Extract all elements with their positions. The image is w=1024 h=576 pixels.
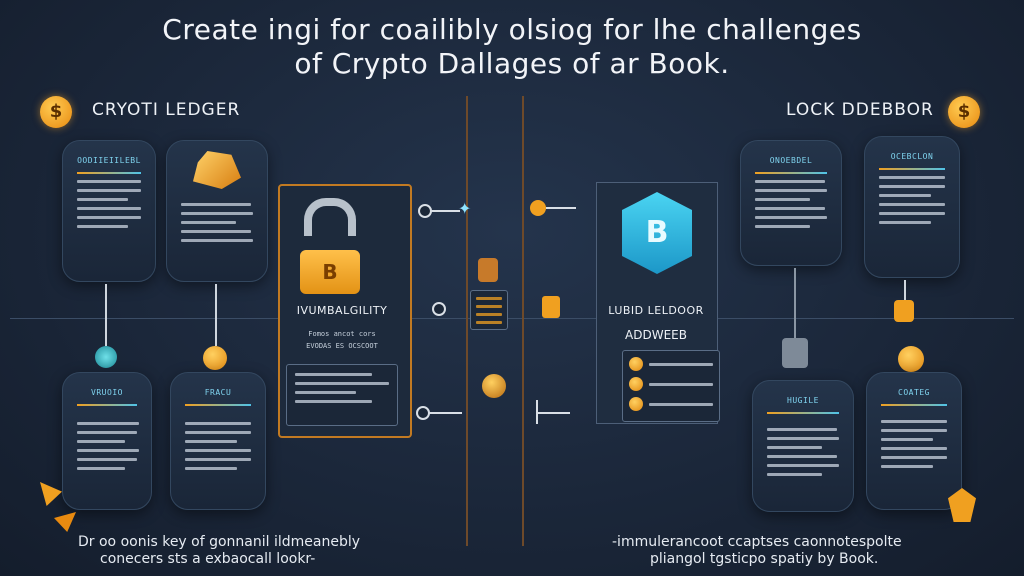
panel-sub: EVODAS ES OCSCOOT — [306, 342, 378, 350]
vertical-divider — [466, 96, 468, 546]
gold-nugget-icon — [193, 151, 241, 189]
connector-line — [430, 210, 460, 212]
shield-icon: B — [622, 192, 692, 274]
left-header-label: CRYOTI LEDGER — [92, 100, 241, 120]
page-title-line-1: Create ingi for coailibly olsiog for lhe… — [162, 13, 862, 46]
coin-icon: $ — [948, 96, 980, 128]
chain-icon — [215, 284, 217, 346]
panel-sub: ADDWEEB — [625, 328, 687, 342]
panel-heading: IVUMBALGILITY — [296, 304, 388, 317]
sparkle-icon: ✦ — [458, 199, 472, 218]
panel-heading: LUBID LELDOOR — [608, 304, 704, 317]
coin-icon — [629, 397, 643, 411]
page-title-line-2: of Crypto Dallages of ar Book. — [294, 47, 730, 80]
card-title: COATEG — [898, 388, 930, 397]
coin-icon — [898, 346, 924, 372]
connector-line — [536, 400, 538, 424]
text-block — [286, 364, 398, 426]
ledger-card: HUGILE — [752, 380, 854, 512]
card-title: FRACU — [204, 388, 232, 397]
ledger-card: VRUOIO — [62, 372, 152, 510]
left-caption-line-2: conecers sts a exbaocall lookr- — [100, 551, 316, 567]
coin-stack-icon — [478, 258, 498, 282]
horizontal-divider — [10, 318, 1014, 319]
connector-line — [428, 412, 462, 414]
vertical-divider — [522, 96, 524, 546]
key-icon — [432, 302, 446, 316]
padlock-body: B — [300, 250, 360, 294]
card-title: OCEBCLON — [890, 152, 934, 161]
connector-line — [538, 412, 570, 414]
coin-icon — [203, 346, 227, 370]
chain-icon — [105, 284, 107, 346]
ledger-card: OCEBCLON — [864, 136, 960, 278]
gold-nugget-icon — [482, 374, 506, 398]
shard-icon — [54, 512, 76, 532]
ledger-card: OODIIEIILEBL — [62, 140, 156, 282]
ledger-card — [166, 140, 268, 282]
coin-icon — [629, 377, 643, 391]
ledger-card: FRACU — [170, 372, 266, 510]
padlock-icon — [304, 198, 356, 236]
padlock-icon — [542, 296, 560, 318]
padlock-icon — [782, 338, 808, 368]
card-title: ONOEBDEL — [769, 156, 813, 165]
card-title: VRUOIO — [91, 388, 123, 397]
ledger-card: COATEG — [866, 372, 962, 510]
padlock-icon — [894, 300, 914, 322]
right-caption-line-1: -immulerancoot ccaptses caonnotespolte — [612, 534, 902, 550]
token-icon — [95, 346, 117, 368]
connector-line — [546, 207, 576, 209]
list-block — [622, 350, 720, 422]
shard-icon — [40, 482, 62, 506]
right-header-label: LOCK DDEBBOR — [786, 100, 934, 120]
panel-sub: Fomos ancot cors — [308, 330, 376, 338]
chain-icon — [794, 268, 796, 338]
document-icon — [470, 290, 508, 330]
right-caption-line-2: pliangol tgsticpo spatiy by Book. — [650, 551, 879, 567]
key-icon — [530, 200, 546, 216]
ledger-card: ONOEBDEL — [740, 140, 842, 266]
card-title: OODIIEIILEBL — [77, 156, 141, 165]
coin-icon: $ — [40, 96, 72, 128]
left-caption-line-1: Dr oo oonis key of gonnanil ildmeanebly — [78, 534, 361, 550]
card-title: HUGILE — [787, 396, 819, 405]
coin-icon — [629, 357, 643, 371]
chain-icon — [904, 280, 906, 300]
